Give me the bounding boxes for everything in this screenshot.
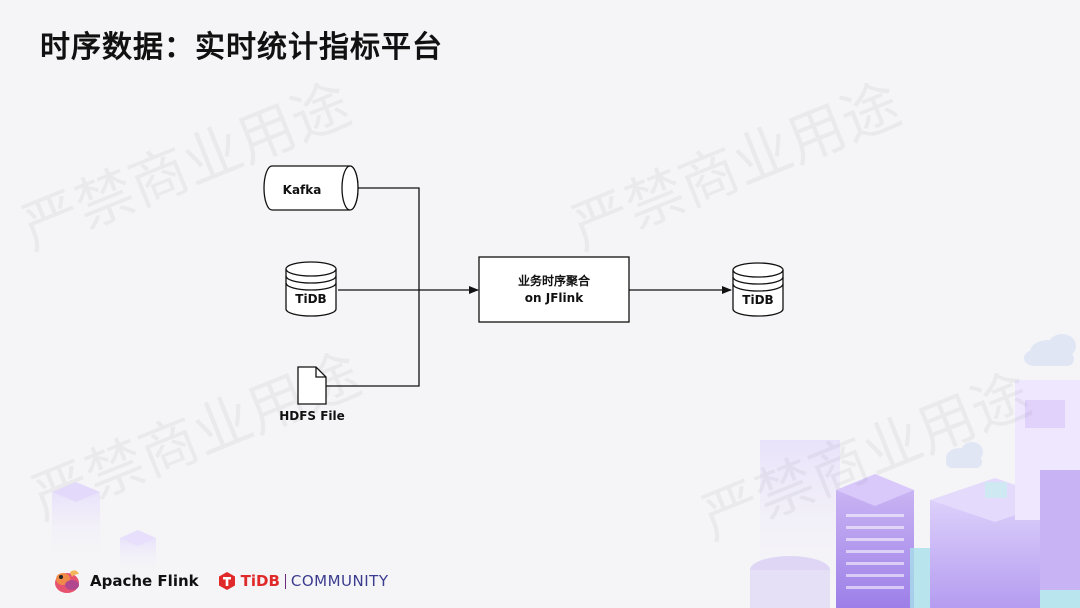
tidb-source-body [285,269,337,317]
kafka-node [263,165,359,211]
tidb-community-logo: TiDB COMMUNITY [217,571,389,591]
hdfs-label: HDFS File [279,409,345,423]
connector-kafka [357,187,420,290]
tidb-source-label: TiDB [295,292,326,306]
tidb-sink-label: TiDB [742,293,773,307]
tidb-label: TiDB [240,572,280,590]
flink-squirrel-icon [55,570,79,593]
hdfs-file-node [297,366,327,405]
footer-logos: Apache Flink TiDB COMMUNITY [52,566,389,596]
logo-separator [284,573,286,589]
processor-label-line1: 业务时序聚合 [518,273,591,288]
tidb-source-top [285,261,337,277]
kafka-cylinder-end [341,165,359,211]
tidb-logo-icon [218,572,235,590]
community-label: COMMUNITY [290,572,389,590]
file-icon [297,366,327,405]
kafka-label: Kafka [283,183,322,197]
tidb-sink-node [732,262,784,317]
processor-label-line2: on JFlink [525,291,584,305]
flink-label: Apache Flink [90,572,199,590]
tidb-source-node [285,261,337,317]
apache-flink-logo: Apache Flink [52,566,199,596]
slide-title: 时序数据：实时统计指标平台 [40,30,443,65]
tidb-sink-top [732,262,784,278]
connector-hdfs [326,290,420,387]
tidb-sink-body [732,270,784,317]
processor-box [478,256,630,323]
